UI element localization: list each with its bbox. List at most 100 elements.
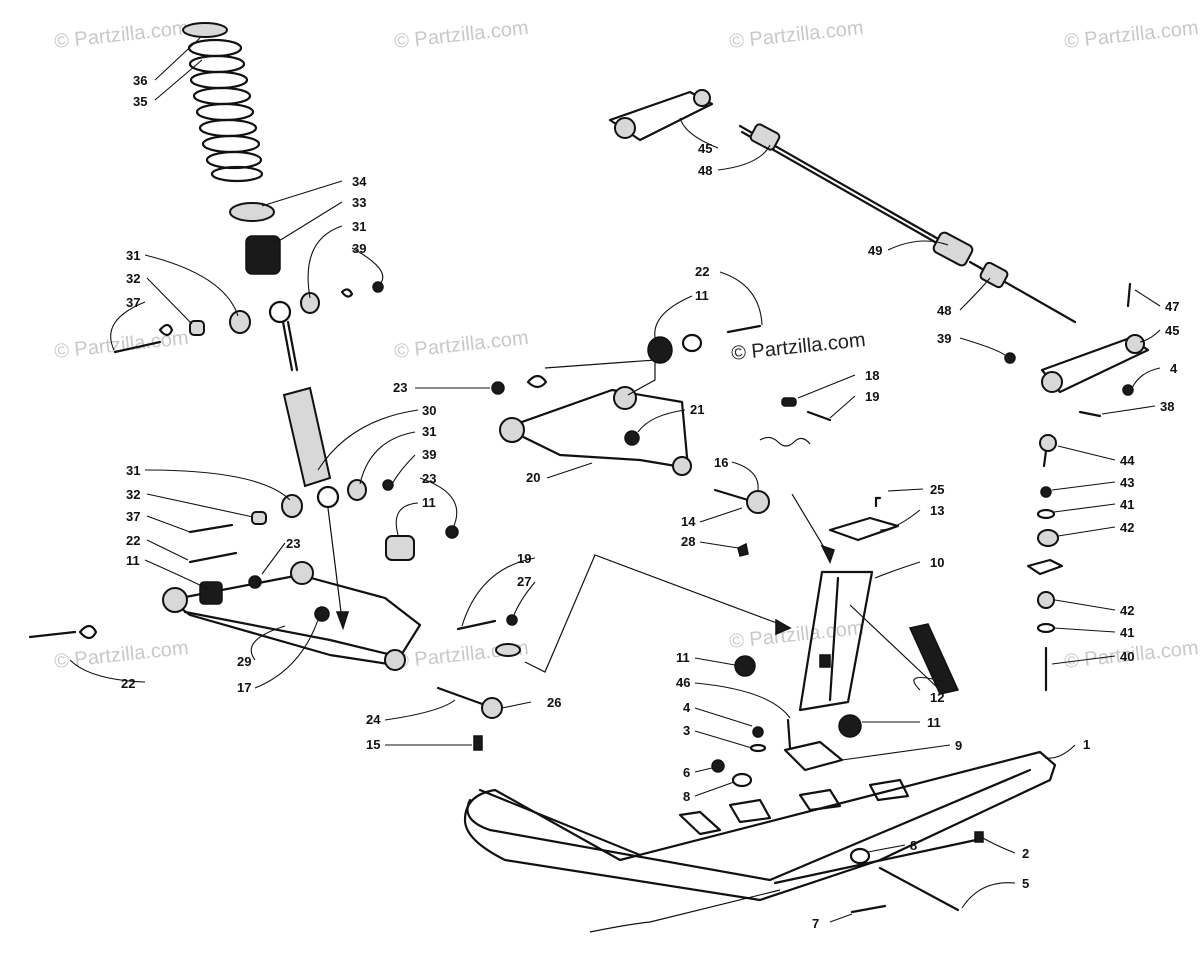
watermark-text: © Partzilla.com	[1063, 17, 1199, 53]
bushing	[281, 494, 303, 518]
callout-20: 20	[526, 470, 540, 485]
sleeve	[189, 320, 205, 336]
washer	[681, 333, 703, 353]
pin	[806, 410, 832, 422]
callout-2: 2	[1022, 846, 1029, 861]
callout-23: 23	[422, 471, 436, 486]
spring	[781, 397, 797, 407]
callout-25: 25	[930, 482, 944, 497]
washer	[340, 288, 354, 298]
callout-49: 49	[868, 243, 882, 258]
callout-38: 38	[1160, 399, 1174, 414]
skag	[589, 889, 781, 933]
washer	[158, 323, 174, 337]
bushing	[300, 292, 320, 314]
bolt	[188, 523, 234, 534]
bolt	[726, 324, 762, 334]
bolt	[1126, 282, 1132, 308]
callout-12: 12	[930, 690, 944, 705]
callout-7: 7	[812, 916, 819, 931]
screw	[874, 496, 882, 508]
washer	[849, 847, 871, 865]
callout-29: 29	[237, 654, 251, 669]
callout-36: 36	[133, 73, 147, 88]
bushing	[647, 336, 673, 364]
callout-27: 27	[517, 574, 531, 589]
callout-42: 42	[1120, 603, 1134, 618]
callout-3: 3	[683, 723, 690, 738]
bolt	[28, 630, 77, 639]
callout-11: 11	[422, 495, 436, 510]
ball-joint	[746, 490, 770, 514]
watermark-text: © Partzilla.com	[393, 17, 529, 53]
nut	[445, 525, 459, 539]
callout-42: 42	[1120, 520, 1134, 535]
coil-spring	[187, 38, 264, 183]
callout-8: 8	[910, 838, 917, 853]
upper-arm-body	[503, 388, 690, 470]
nut	[1122, 384, 1134, 396]
callout-19: 19	[865, 389, 879, 404]
ski-handle	[478, 788, 642, 857]
screw	[850, 904, 887, 914]
callout-11: 11	[927, 715, 941, 730]
stabilizer-rod	[524, 554, 791, 673]
torsion-spring	[908, 623, 960, 695]
sleeve	[251, 511, 267, 525]
nut	[382, 479, 394, 491]
callout-33: 33	[352, 195, 366, 210]
callout-5: 5	[1022, 876, 1029, 891]
callout-31: 31	[422, 424, 436, 439]
bushing	[385, 535, 415, 561]
callout-4: 4	[1170, 361, 1178, 376]
ski-saddle	[783, 740, 844, 772]
washer	[526, 374, 548, 389]
callout-11: 11	[695, 288, 709, 303]
shock-assembly	[113, 22, 394, 534]
washer	[731, 772, 753, 788]
tie-rod	[436, 686, 487, 707]
spindle-cap	[828, 516, 900, 542]
bushing	[347, 479, 367, 501]
callout-11: 11	[126, 553, 140, 568]
ski-body	[463, 750, 1057, 902]
bushing	[1037, 591, 1055, 609]
callout-18: 18	[865, 368, 879, 383]
callout-30: 30	[422, 403, 436, 418]
callout-39: 39	[422, 447, 436, 462]
nut	[248, 575, 262, 589]
cotter-pin	[473, 735, 483, 751]
bolt	[878, 866, 960, 912]
callout-8: 8	[683, 789, 690, 804]
bushing	[1039, 434, 1057, 452]
washer	[1036, 622, 1056, 634]
nut	[974, 831, 984, 843]
callout-46: 46	[676, 675, 690, 690]
watermark-text: © Partzilla.com	[53, 637, 189, 673]
wear-bar	[773, 838, 978, 885]
callout-43: 43	[1120, 475, 1134, 490]
bushing	[229, 310, 251, 334]
bolt	[1078, 410, 1102, 418]
leader-lines	[69, 37, 1161, 923]
watermark-text: © Partzilla.com	[53, 327, 189, 363]
nut	[1004, 352, 1016, 364]
shock-upper-eye	[268, 300, 292, 324]
steering-linkage	[608, 89, 1150, 692]
pin	[456, 619, 497, 631]
callout-40: 40	[1120, 649, 1134, 664]
tie-rod	[713, 488, 750, 502]
rod-end	[749, 123, 781, 151]
callout-47: 47	[1165, 299, 1179, 314]
callout-31: 31	[352, 219, 366, 234]
callout-45: 45	[1165, 323, 1179, 338]
nut	[711, 759, 725, 773]
spindle	[798, 570, 874, 712]
lower-a-arm	[28, 381, 505, 751]
callout-31: 31	[126, 463, 140, 478]
callout-35: 35	[133, 94, 147, 109]
callout-26: 26	[547, 695, 561, 710]
callout-22: 22	[126, 533, 140, 548]
